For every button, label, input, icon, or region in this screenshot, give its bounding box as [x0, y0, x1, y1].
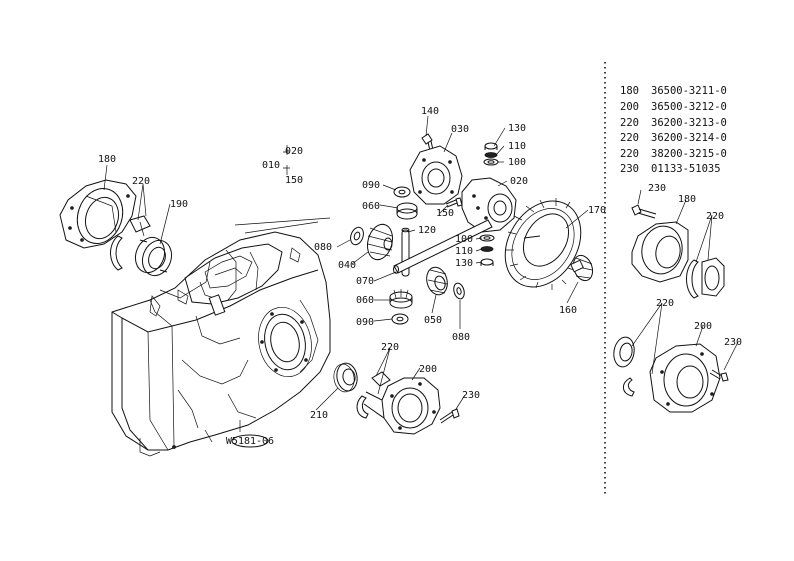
callout-030: 030	[451, 124, 469, 135]
callout-040: 040	[338, 260, 356, 271]
callout-080-right: 080	[452, 332, 470, 343]
callout-060-lower: 060	[356, 295, 374, 306]
part-stack-upper	[483, 142, 499, 166]
callout-labels: 180 220 190 020 010 150 140 030 130 110 …	[98, 106, 742, 421]
part-080-left	[350, 226, 364, 246]
callout-150: 150	[436, 208, 454, 219]
parts-number: 01133-51035	[651, 163, 721, 175]
part-220-centre-seals	[356, 371, 391, 419]
callout-140: 140	[421, 106, 439, 117]
callout-020-group: 020	[285, 146, 303, 157]
parts-ref: 220	[620, 117, 639, 129]
part-150-bolt	[445, 197, 463, 208]
part-090-lower	[391, 313, 409, 325]
callout-170: 170	[588, 205, 606, 216]
leader-lines	[103, 115, 739, 411]
callout-220-centre: 220	[381, 342, 399, 353]
part-030-case	[409, 145, 463, 205]
stamp-text: W5181-06	[226, 436, 274, 447]
parts-table-row: 200 36500-3212-0	[620, 101, 727, 113]
part-080-right	[453, 282, 465, 300]
parts-ref: 200	[620, 101, 639, 113]
callout-180-left: 180	[98, 154, 116, 165]
parts-table-row: 180 36500-3211-0	[620, 85, 727, 97]
callout-200-centre: 200	[419, 364, 437, 375]
callout-060-upper: 060	[362, 201, 380, 212]
parts-table-row: 220 36200-3214-0	[620, 132, 727, 144]
parts-table: 180 36500-3211-0 200 36500-3212-0 220 36…	[620, 85, 727, 175]
part-210-bearing	[333, 362, 358, 393]
callout-230-centre: 230	[462, 390, 480, 401]
callout-100-lower: 100	[455, 234, 473, 245]
callout-230-right-upper: 230	[648, 183, 666, 194]
callout-050: 050	[424, 315, 442, 326]
callout-070: 070	[356, 276, 374, 287]
callout-230-right-lower: 230	[724, 337, 742, 348]
part-180-right	[631, 221, 689, 283]
callout-220-right-upper: 220	[706, 211, 724, 222]
callout-010: 010	[262, 160, 280, 171]
callout-090-lower: 090	[356, 317, 374, 328]
part-060-lower	[389, 289, 413, 309]
drawing-stamp: W5181-06	[226, 434, 274, 448]
callout-080-left: 080	[314, 242, 332, 253]
parts-table-row: 230 01133-51035	[620, 163, 721, 175]
parts-number: 38200-3215-0	[651, 148, 727, 160]
transmission-housing	[111, 217, 331, 457]
callout-130-upper: 130	[508, 123, 526, 134]
parts-ref: 180	[620, 85, 639, 97]
part-220-right-upper-seals	[686, 257, 725, 299]
callout-180-right: 180	[678, 194, 696, 205]
parts-number: 36200-3213-0	[651, 117, 727, 129]
part-050-gear	[426, 266, 448, 296]
part-020-housing	[461, 177, 517, 233]
part-190-bearing	[134, 236, 173, 277]
part-160-pinion	[570, 254, 594, 282]
parts-number: 36500-3212-0	[651, 101, 727, 113]
callout-100-upper: 100	[508, 157, 526, 168]
part-070-shaft	[393, 219, 493, 274]
callout-200-right: 200	[694, 321, 712, 332]
callout-020: 020	[510, 176, 528, 187]
part-stack-lower	[479, 234, 495, 266]
callout-110-upper: 110	[508, 141, 526, 152]
callout-210: 210	[310, 410, 328, 421]
part-230-right-bolt-lower	[709, 369, 729, 382]
callout-220-right-lower: 220	[656, 298, 674, 309]
parts-table-row: 220 38200-3215-0	[620, 148, 727, 160]
part-200-right	[649, 343, 721, 413]
part-230-right-bolt-upper	[631, 204, 657, 219]
callout-160: 160	[559, 305, 577, 316]
callout-110-lower: 110	[455, 246, 473, 257]
part-040-side-gear	[367, 223, 393, 261]
callout-190: 190	[170, 199, 188, 210]
part-230-centre-bolt	[439, 408, 460, 424]
parts-number: 36500-3211-0	[651, 85, 727, 97]
parts-table-row: 220 36200-3213-0	[620, 117, 727, 129]
callout-090-upper: 090	[362, 180, 380, 191]
callout-150-group: 150	[285, 175, 303, 186]
callout-120: 120	[418, 225, 436, 236]
parts-ref: 220	[620, 132, 639, 144]
part-200-centre	[363, 377, 441, 435]
callout-130-lower: 130	[455, 258, 473, 269]
parts-ref: 230	[620, 163, 639, 175]
parts-ref: 220	[620, 148, 639, 160]
parts-number: 36200-3214-0	[651, 132, 727, 144]
callout-220-left: 220	[132, 176, 150, 187]
part-170-ring-gear	[504, 198, 582, 290]
part-180-left	[59, 179, 137, 249]
part-090-upper	[393, 186, 411, 198]
part-060-upper	[396, 202, 418, 220]
part-220-left-seals	[110, 215, 151, 271]
part-220-right-lower-seals	[613, 336, 635, 397]
